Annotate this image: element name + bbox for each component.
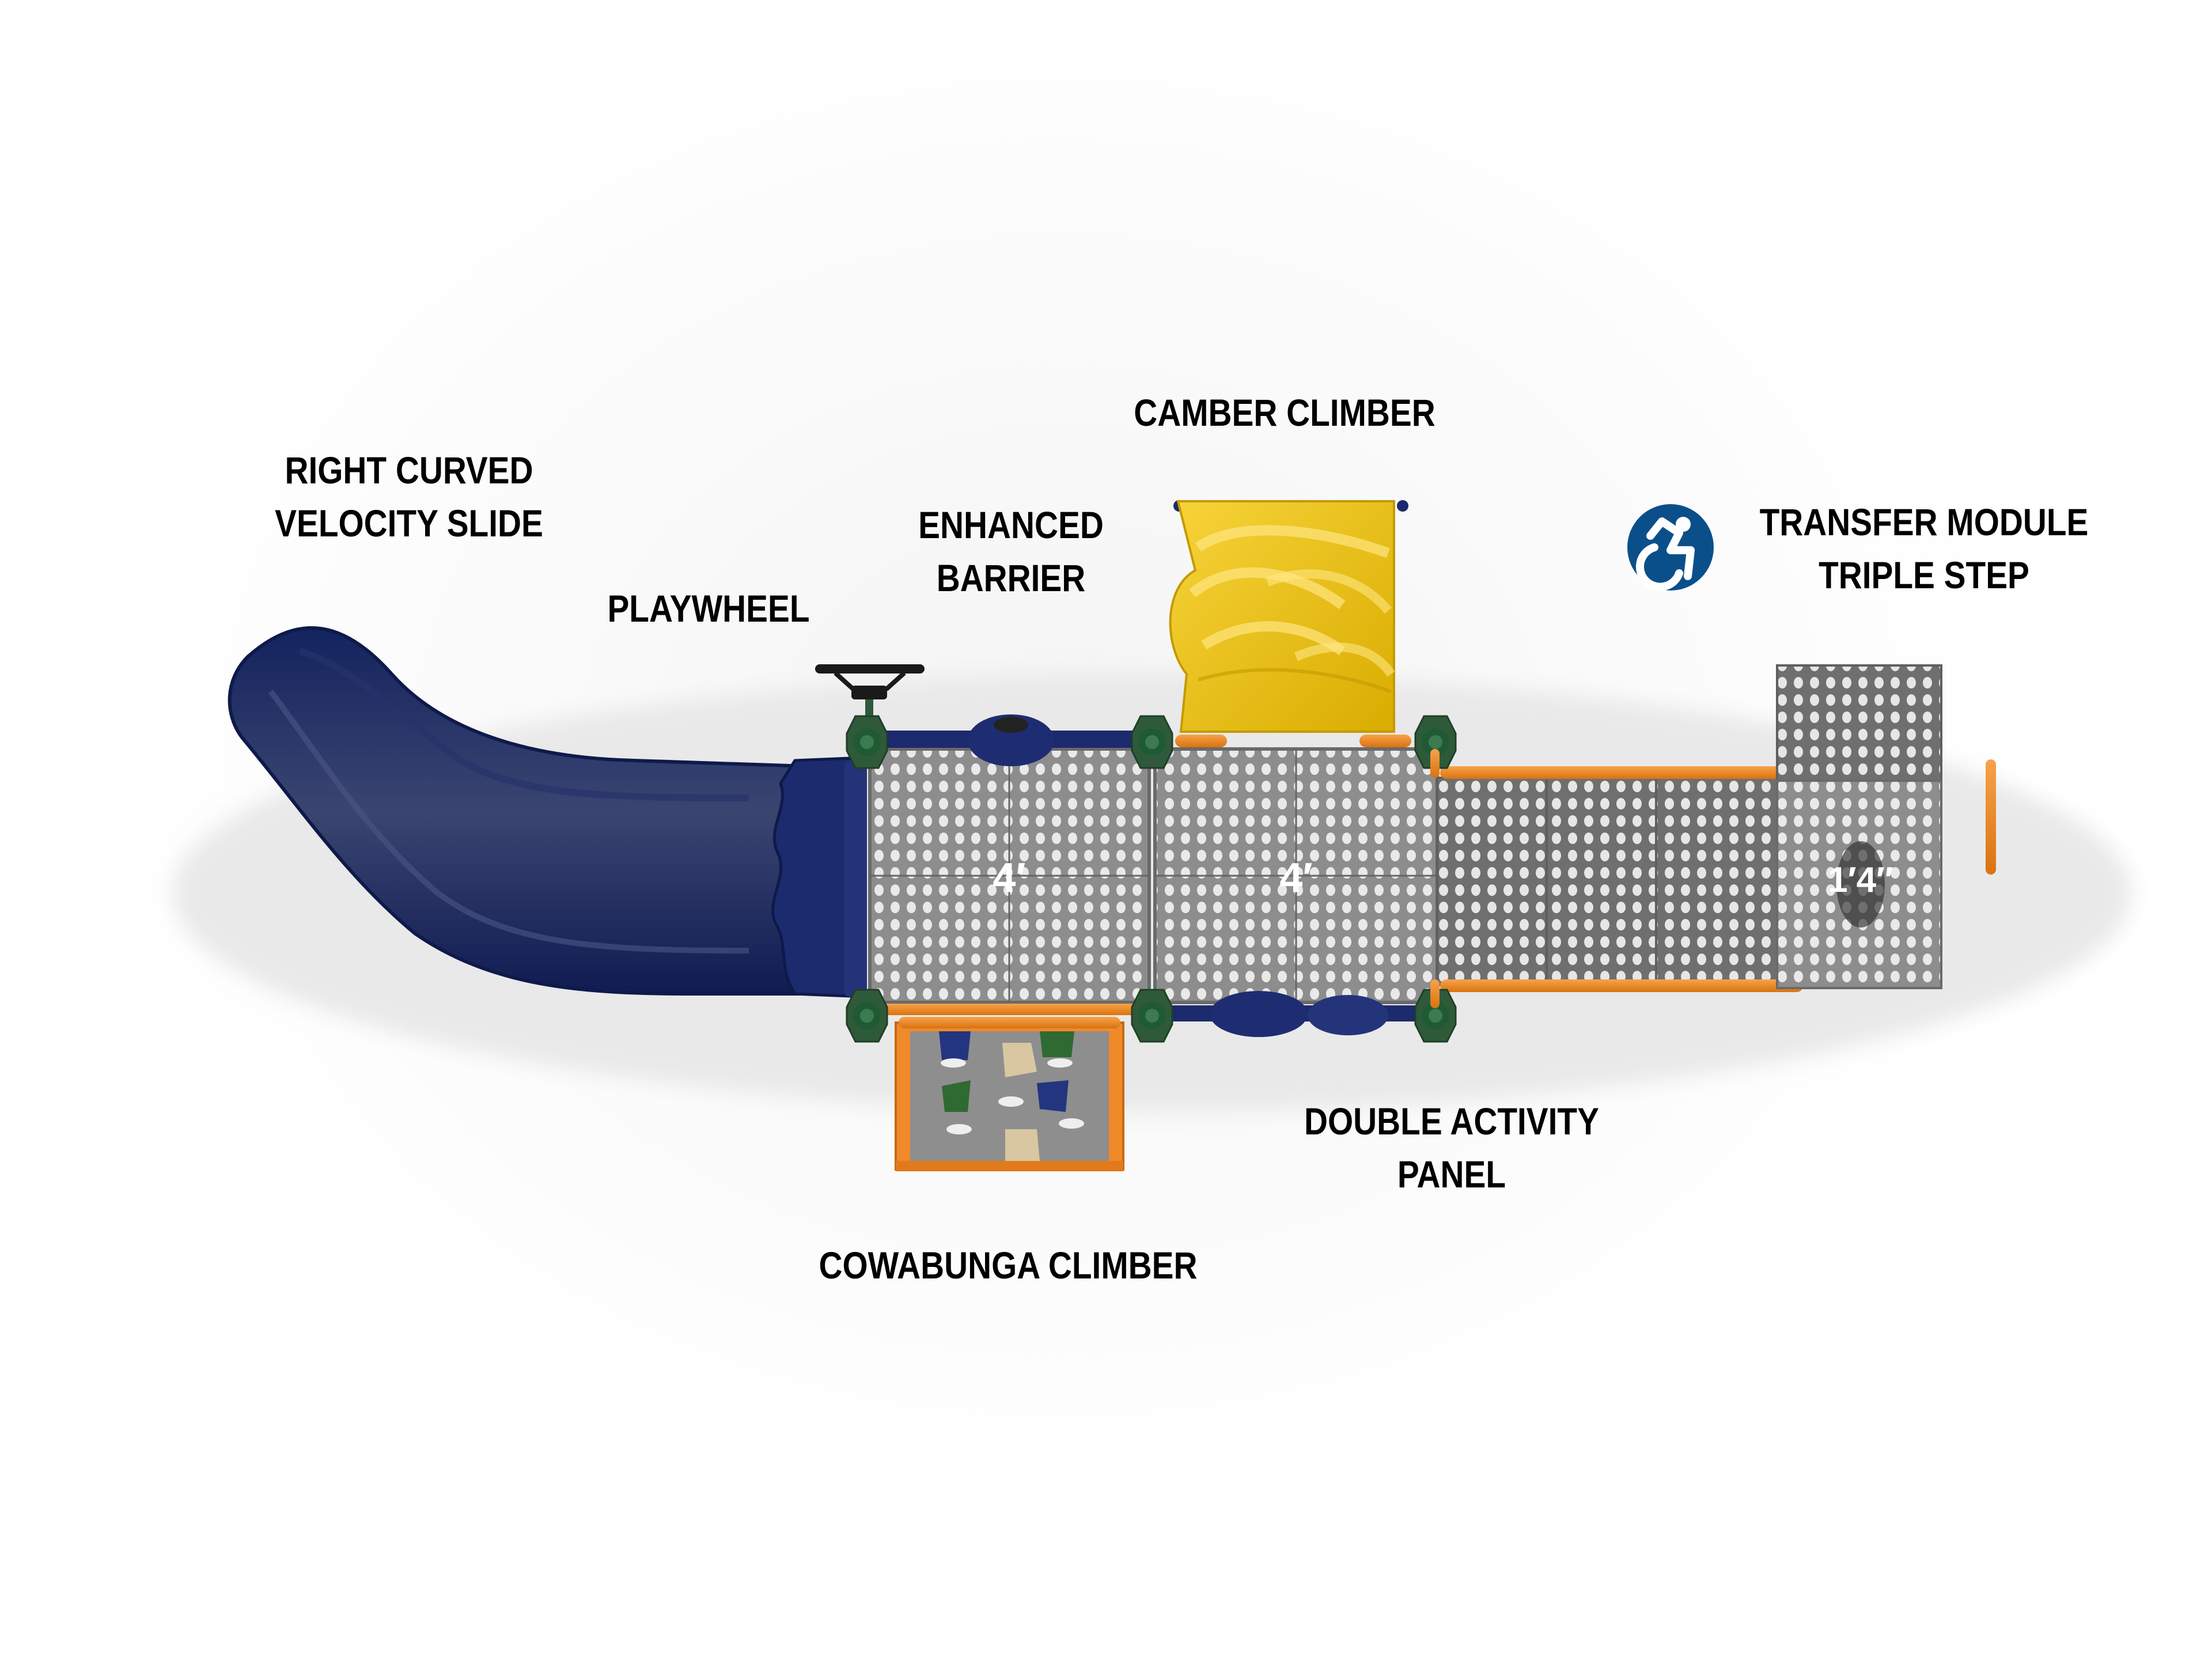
enhanced-barrier <box>881 714 1141 766</box>
accessibility-wheelchair-icon <box>1627 504 1714 591</box>
label-right-curved-velocity-slide: RIGHT CURVED VELOCITY SLIDE <box>270 444 548 550</box>
label-playwheel: PLAYWHEEL <box>600 582 817 635</box>
transfer-handhold <box>1986 759 1996 875</box>
label-line: TRANSFER MODULE <box>1759 501 2089 543</box>
label-double-activity-panel: DOUBLE ACTIVITY PANEL <box>1288 1095 1615 1201</box>
label-camber-climber: CAMBER CLIMBER <box>1111 386 1458 439</box>
curved-velocity-slide <box>228 626 867 998</box>
post <box>1414 715 1457 769</box>
post-link <box>1430 749 1440 778</box>
deck-1-height: 4′ <box>993 855 1025 901</box>
transfer-rail-bottom <box>1440 979 1803 992</box>
camber-rail-right <box>1359 735 1411 747</box>
post <box>1131 715 1173 769</box>
transfer-platform-upper <box>1776 664 1942 790</box>
posts <box>846 715 1457 1043</box>
label-line: VELOCITY SLIDE <box>275 502 543 544</box>
transfer-step-1 <box>1436 777 1548 986</box>
transfer-platform-post <box>1836 841 1885 928</box>
post <box>1414 989 1457 1043</box>
label-line: PANEL <box>1397 1153 1506 1195</box>
camber-climber <box>1169 500 1408 733</box>
transfer-platform-height: 1′4″ <box>1828 860 1893 900</box>
label-line: RIGHT CURVED <box>285 449 533 491</box>
transfer-steps <box>1436 766 1803 992</box>
deck-2-height: 4′ <box>1279 855 1312 901</box>
slide-hood <box>771 756 866 998</box>
cowabunga-climber <box>895 1017 1124 1171</box>
label-line: ENHANCED <box>918 504 1104 546</box>
post <box>1131 989 1173 1043</box>
slide-lip <box>844 760 867 997</box>
post-link <box>1430 979 1440 1008</box>
post <box>846 715 888 769</box>
transfer-step-3 <box>1655 777 1781 986</box>
label-line: BARRIER <box>936 557 1086 599</box>
label-enhanced-barrier: ENHANCED BARRIER <box>895 498 1127 604</box>
label-line: TRIPLE STEP <box>1819 554 2029 596</box>
transfer-step-2 <box>1546 777 1657 986</box>
label-line: COWABUNGA CLIMBER <box>819 1244 1198 1287</box>
deck-1-rail-bottom <box>876 1004 1146 1015</box>
label-line: PLAYWHEEL <box>607 587 810 630</box>
label-cowabunga-climber: COWABUNGA CLIMBER <box>800 1239 1216 1292</box>
label-line: DOUBLE ACTIVITY <box>1304 1100 1599 1142</box>
post <box>846 989 888 1043</box>
double-activity-panel <box>1164 991 1429 1037</box>
transfer-rail-top <box>1440 766 1803 779</box>
camber-rail-left <box>1175 735 1227 747</box>
label-transfer-module-triple-step: TRANSFER MODULE TRIPLE STEP <box>1745 495 2102 601</box>
label-line: CAMBER CLIMBER <box>1134 391 1435 434</box>
